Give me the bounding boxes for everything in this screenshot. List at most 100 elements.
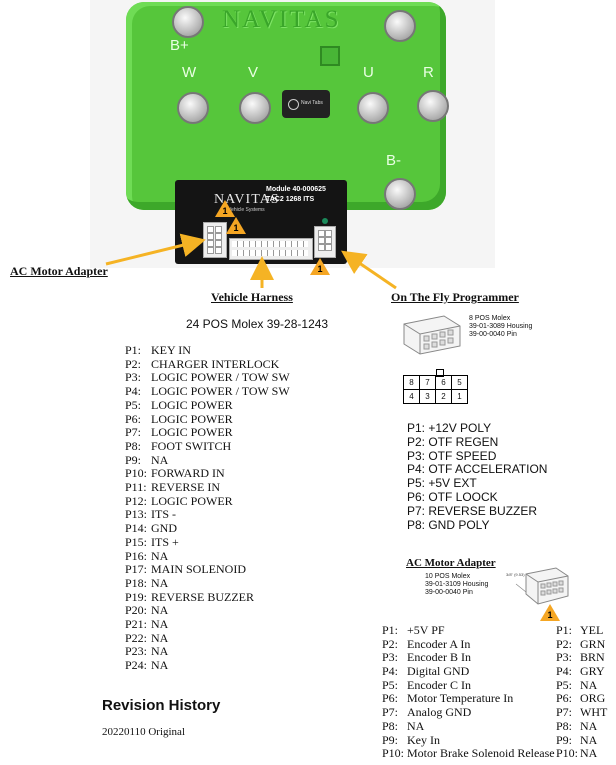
module-sub: Vehicle Systems <box>228 207 265 213</box>
module-line-1: Module 40-000625 <box>266 186 326 193</box>
harness-connector-spec: 24 POS Molex 39-28-1243 <box>186 317 329 331</box>
mounting-hole <box>320 46 340 66</box>
otf-pin-row: P7: REVERSE BUZZER <box>407 503 538 518</box>
harness-pin-row: P2:CHARGER INTERLOCK <box>125 356 280 371</box>
warning-marker-1-number: 1 <box>222 206 228 216</box>
otf-grid-cell: 1 <box>451 389 468 404</box>
otf-pin-row: P3: OTF SPEED <box>407 448 497 463</box>
harness-pin-row: P11:REVERSE IN <box>125 480 220 495</box>
terminal-label-b-minus: B- <box>386 152 401 169</box>
arrow-ac-motor-adapter <box>105 233 206 266</box>
otf-grid-cell: 3 <box>419 389 436 404</box>
otf-programmer-label: On The Fly Programmer <box>391 290 519 304</box>
otf-molex-line-2: 39-01-3089 Housing <box>469 323 533 330</box>
harness-pin-row: P13:ITS - <box>125 507 176 522</box>
status-led <box>322 218 328 224</box>
otf-pin-row: P2: OTF REGEN <box>407 434 499 449</box>
harness-pin-row: P23:NA <box>125 644 169 659</box>
otf-pin-row: P5: +5V EXT <box>407 476 477 491</box>
otf-molex-line-1: 8 POS Molex <box>469 315 511 322</box>
harness-pin-row: P14:GND <box>125 521 177 536</box>
harness-pin-row: P8:FOOT SWITCH <box>125 438 232 453</box>
harness-pin-row: P24:NA <box>125 658 169 673</box>
otf-pin-row: P4: OTF ACCELERATION <box>407 462 548 477</box>
ac-warning-marker-number: 1 <box>547 610 553 620</box>
otf-pin-row: P8: GND POLY <box>407 517 490 532</box>
warning-marker-1 <box>215 200 235 217</box>
otf-molex-line-3: 39-00-0040 Pin <box>469 331 517 338</box>
ac-motor-adapter-connector <box>203 222 227 258</box>
ac-molex-line-3: 39-00-0040 Pin <box>425 589 473 596</box>
harness-pin-row: P19:REVERSE BUZZER <box>125 589 255 604</box>
otf-grid-cell: 6 <box>435 375 452 390</box>
harness-pin-row: P7:LOGIC POWER <box>125 425 233 440</box>
terminal-bolt-v <box>239 92 271 124</box>
warning-marker-2 <box>226 217 246 234</box>
revision-history-title: Revision History <box>102 697 221 714</box>
callout-arrows <box>105 233 397 290</box>
harness-pin-row: P17:MAIN SOLENOID <box>125 562 246 577</box>
otf-pin-row: P6: OTF LOOCK <box>407 489 498 504</box>
harness-pin-row: P21:NA <box>125 617 169 632</box>
terminal-label-w: W <box>182 64 197 81</box>
harness-pin-row: P18:NA <box>125 575 169 590</box>
ac-warning-marker <box>540 604 560 621</box>
harness-pin-row: P9:NA <box>125 452 169 467</box>
ac-molex-line-1: 10 POS Molex <box>425 573 471 580</box>
terminal-bolt-b-minus <box>384 178 416 210</box>
terminal-label-u: U <box>363 64 374 81</box>
ac-connector-drawing <box>515 567 569 605</box>
otf-grid-cell: 8 <box>403 375 420 390</box>
ac-molex-line-2: 39-01-3109 Housing <box>425 581 489 588</box>
revision-entry: 20220110 Original <box>102 726 185 738</box>
warning-marker-3-number: 1 <box>317 264 323 274</box>
terminal-label-r: R <box>423 64 434 81</box>
vehicle-harness-connector <box>229 238 313 260</box>
otf-programmer-connector <box>314 226 336 258</box>
controller-logo: NAVITAS <box>222 6 341 33</box>
ac-molex-spec: 10 POS Molex 39-01-3109 Housing 39-00-00… <box>425 573 488 597</box>
otf-pin-list: P1: +12V POLY P2: OTF REGEN P3: OTF SPEE… <box>407 421 548 532</box>
ac-adapter-title: AC Motor Adapter <box>406 557 496 569</box>
module-line-2: TAC2 1268 ITS <box>266 196 315 203</box>
harness-pin-row: P15:ITS + <box>125 534 179 549</box>
ac-motor-adapter-label: AC Motor Adapter <box>10 264 108 278</box>
terminal-bolt-top-right <box>384 10 416 42</box>
harness-pin-row: P16:NA <box>125 548 169 563</box>
harness-pin-row: P1:KEY IN <box>125 343 191 357</box>
otf-connector-drawing <box>403 315 461 355</box>
harness-pin-row: P22:NA <box>125 630 169 645</box>
arrow-otf-programmer <box>341 250 397 290</box>
ac-drawing-dim: 3/8" (9.53) <box>506 572 525 577</box>
otf-molex-spec: 8 POS Molex 39-01-3089 Housing 39-00-004… <box>469 315 532 339</box>
terminal-bolt-b-plus <box>172 6 204 38</box>
harness-pin-row: P3:LOGIC POWER / TOW SW <box>125 370 290 385</box>
harness-pin-row: P20:NA <box>125 603 169 618</box>
terminal-label-b-plus: B+ <box>170 37 189 54</box>
terminal-bolt-w <box>177 92 209 124</box>
warning-marker-3 <box>310 258 330 275</box>
terminal-label-v: V <box>248 64 259 81</box>
otf-grid-cell: 4 <box>403 389 420 404</box>
terminal-bolt-u <box>357 92 389 124</box>
otf-grid-cell: 5 <box>451 375 468 390</box>
id-badge: Navi Tabs <box>282 90 330 118</box>
badge-text: Navi Tabs <box>301 100 323 106</box>
warning-marker-2-number: 1 <box>233 223 239 233</box>
otf-pin-row: P1: +12V POLY <box>407 421 492 435</box>
harness-pin-list: P1:KEY IN P2:CHARGER INTERLOCK P3:LOGIC … <box>125 343 290 673</box>
harness-pin-row: P10:FORWARD IN <box>125 466 225 481</box>
harness-pin-row: P4:LOGIC POWER / TOW SW <box>125 384 290 399</box>
otf-grid-cell: 7 <box>419 375 436 390</box>
terminal-bolt-r <box>417 90 449 122</box>
